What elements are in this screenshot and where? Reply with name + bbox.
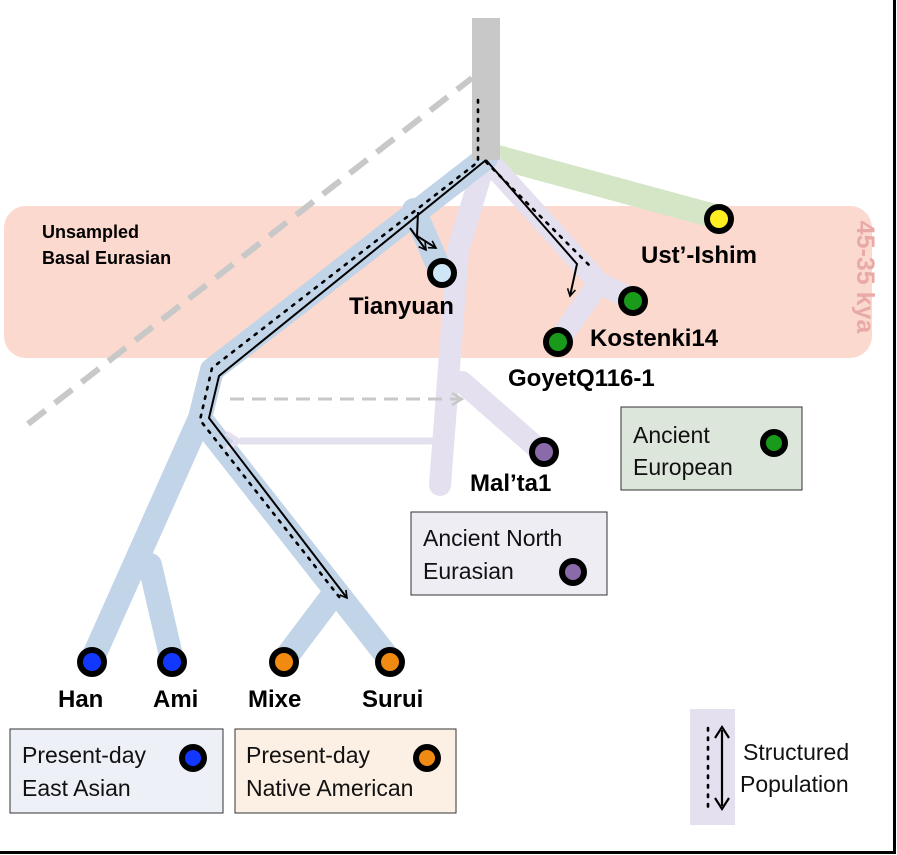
ami-label: Ami xyxy=(153,686,198,713)
goyet-dot xyxy=(543,327,573,357)
han-dot xyxy=(77,647,107,677)
legend-native-american-dot xyxy=(413,744,441,772)
legend-east-asian: Present-day East Asian xyxy=(9,728,224,814)
structured-dotted-paths xyxy=(198,98,594,600)
legend-european-dot xyxy=(760,429,788,457)
legend-native-american: Present-day Native American xyxy=(234,728,457,814)
kostenki-dot xyxy=(618,286,648,316)
malta-dot xyxy=(529,437,559,467)
band-label: 45-35 kya xyxy=(851,221,879,335)
tianyuan-dot xyxy=(427,258,457,288)
svg-text:Present-day: Present-day xyxy=(246,742,371,768)
legend-east-asian-dot xyxy=(179,744,207,772)
legend-ancient-north-eurasian: Ancient North Eurasian xyxy=(410,511,608,596)
svg-text:East Asian: East Asian xyxy=(22,775,131,801)
svg-text:Ancient: Ancient xyxy=(633,422,710,448)
legend-structured-population: Structured Population xyxy=(690,709,849,825)
svg-text:Population: Population xyxy=(740,771,849,797)
surui-label: Surui xyxy=(362,686,423,713)
svg-text:Native American: Native American xyxy=(246,775,413,801)
surui-dot xyxy=(375,647,405,677)
basal-label-line2: Basal Eurasian xyxy=(42,248,171,268)
svg-text:Present-day: Present-day xyxy=(22,742,147,768)
malta-label: Mal’ta1 xyxy=(470,470,551,497)
svg-text:Ancient North: Ancient North xyxy=(423,525,562,551)
asian-american-branches xyxy=(80,146,498,672)
lineage-arrows xyxy=(207,159,579,600)
kostenki-label: Kostenki14 xyxy=(590,325,719,352)
han-label: Han xyxy=(58,686,103,713)
root-trunk xyxy=(472,18,500,160)
svg-text:Structured: Structured xyxy=(743,739,849,765)
ust-ishim-branch xyxy=(478,143,730,229)
mixe-label: Mixe xyxy=(248,686,301,713)
ust-ishim-dot xyxy=(704,204,734,234)
mixe-dot xyxy=(269,647,299,677)
tianyuan-label: Tianyuan xyxy=(349,293,454,320)
svg-text:European: European xyxy=(633,454,733,480)
ust-ishim-label: Ust’-Ishim xyxy=(641,242,757,269)
goyet-label: GoyetQ116-1 xyxy=(508,365,655,392)
legend-ancient-european: Ancient European xyxy=(620,406,803,491)
legend-ane-dot xyxy=(559,558,587,586)
basal-label-line1: Unsampled xyxy=(42,222,139,242)
svg-text:Eurasian: Eurasian xyxy=(423,558,514,584)
ami-dot xyxy=(157,647,187,677)
basal-eurasian-line xyxy=(26,75,474,427)
